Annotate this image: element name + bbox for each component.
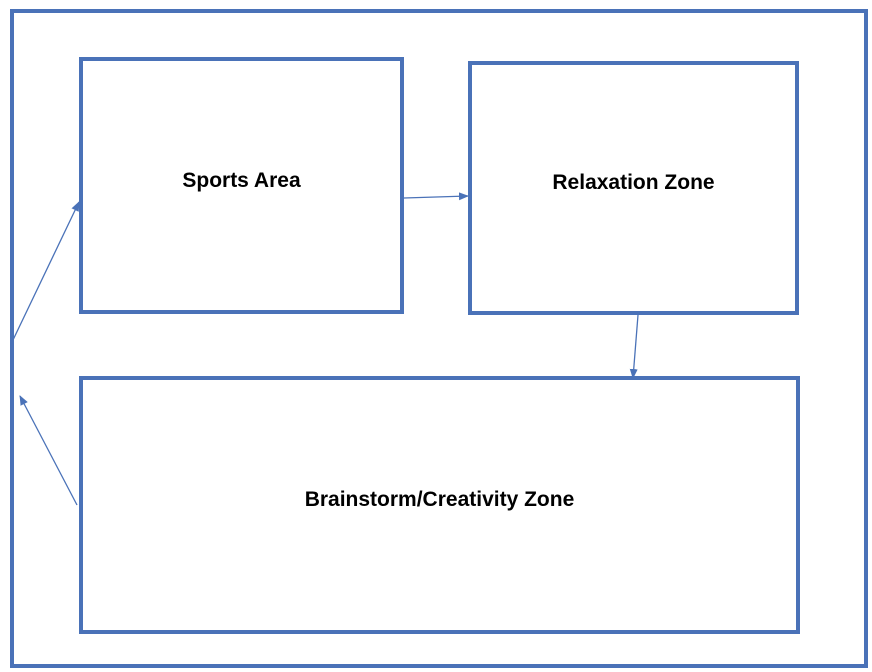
relaxation-zone-label: Relaxation Zone	[552, 171, 715, 194]
relaxation-zone-box: Relaxation Zone	[468, 61, 799, 315]
brainstorm-creativity-zone-box: Brainstorm/Creativity Zone	[79, 376, 800, 634]
sports-area-box: Sports Area	[79, 57, 404, 314]
sports-area-label: Sports Area	[182, 169, 301, 192]
brainstorm-creativity-zone-label: Brainstorm/Creativity Zone	[304, 488, 575, 511]
